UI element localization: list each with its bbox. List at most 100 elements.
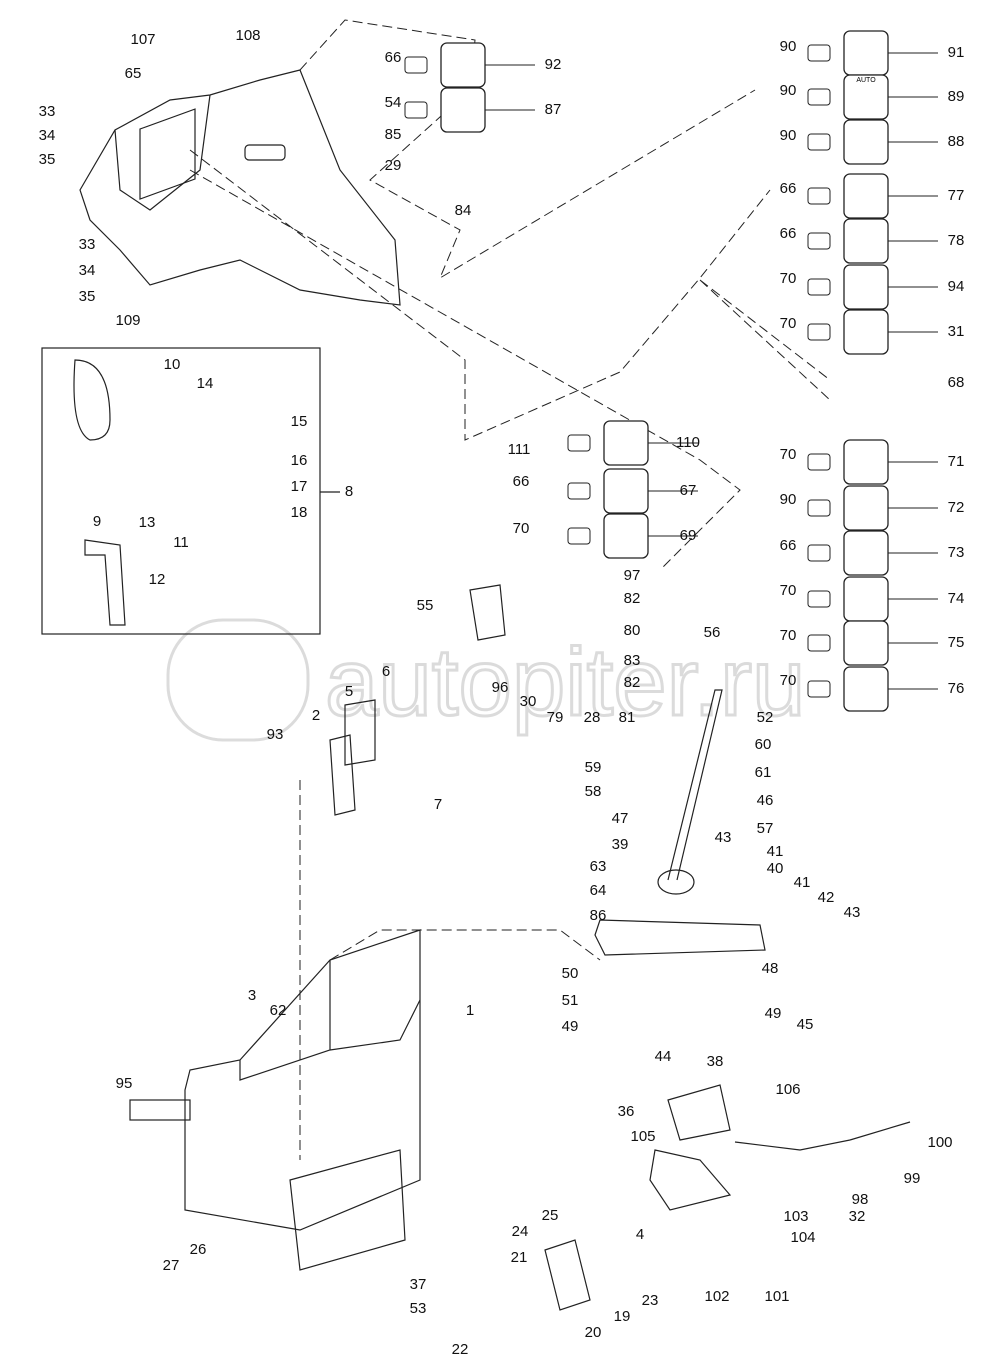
- callout-label: 70: [780, 582, 797, 599]
- switch-icon: [567, 527, 591, 545]
- callout-label: 90: [780, 38, 797, 55]
- symbol-icon: [843, 620, 889, 666]
- callout-label: 24: [512, 1223, 529, 1240]
- callout-label: 12: [149, 571, 166, 588]
- callout-label: 66: [385, 49, 402, 66]
- callout-label: 103: [783, 1208, 808, 1225]
- callout-label: 68: [948, 374, 965, 391]
- switch-icon: [807, 187, 831, 205]
- switch-panel: [469, 584, 506, 641]
- callout-label: 80: [624, 622, 641, 639]
- symbol-icon: [843, 485, 889, 531]
- callout-label: 30: [520, 693, 537, 710]
- callout-label: 69: [680, 527, 697, 544]
- callout-label: 29: [385, 157, 402, 174]
- cover-block: [649, 1149, 732, 1211]
- callout-label: 70: [780, 627, 797, 644]
- callout-label: 52: [757, 709, 774, 726]
- switch-icon: [807, 680, 831, 698]
- callout-label: 56: [704, 624, 721, 641]
- callout-label: 55: [417, 597, 434, 614]
- callout-label: 45: [797, 1016, 814, 1033]
- callout-label: 3: [248, 987, 256, 1004]
- knob: [73, 359, 111, 441]
- callout-label: 7: [434, 796, 442, 813]
- callout-label: 111: [508, 441, 531, 458]
- watermark: autopiter.ru: [166, 618, 807, 742]
- callout-label: 63: [590, 858, 607, 875]
- callout-label: 57: [757, 820, 774, 837]
- callout-label: 13: [139, 514, 156, 531]
- callout-label: 33: [79, 236, 96, 253]
- callout-label: 41: [767, 843, 784, 860]
- callout-label: 104: [790, 1229, 815, 1246]
- symbol-icon: [843, 309, 889, 355]
- callout-label: 86: [590, 907, 607, 924]
- symbol-icon: [843, 30, 889, 76]
- callout-label: 14: [197, 375, 214, 392]
- console-housing: [79, 69, 401, 306]
- callout-label: 35: [79, 288, 96, 305]
- callout-label: 67: [680, 482, 697, 499]
- callout-label: 72: [948, 499, 965, 516]
- callout-label: 64: [590, 882, 607, 899]
- callout-label: 100: [927, 1134, 952, 1151]
- callout-label: 41: [794, 874, 811, 891]
- control-module: [344, 699, 376, 766]
- callout-label: 102: [704, 1288, 729, 1305]
- callout-label: 5: [345, 683, 353, 700]
- kit-frame: [41, 347, 321, 635]
- callout-label: 61: [755, 764, 772, 781]
- callout-label: 32: [849, 1208, 866, 1225]
- symbol-icon: [843, 576, 889, 622]
- callout-label: 96: [492, 679, 509, 696]
- callout-label: 42: [818, 889, 835, 906]
- callout-label: 16: [291, 452, 308, 469]
- symbol-icon: [843, 119, 889, 165]
- switch-icon: [404, 101, 428, 119]
- callout-label: 109: [115, 312, 140, 329]
- callout-label: 85: [385, 126, 402, 143]
- callout-label: 91: [948, 44, 965, 61]
- callout-label: 37: [410, 1276, 427, 1293]
- callout-label: 33: [39, 103, 56, 120]
- callout-label: 70: [780, 446, 797, 463]
- l-key: [84, 539, 126, 626]
- callout-label: 90: [780, 127, 797, 144]
- callout-label: 66: [780, 225, 797, 242]
- callout-label: 54: [385, 94, 402, 111]
- callout-label: 105: [630, 1128, 655, 1145]
- switch-icon: [404, 56, 428, 74]
- callout-label: 2: [312, 707, 320, 724]
- symbol-icon: [843, 439, 889, 485]
- callout-label: 6: [382, 663, 390, 680]
- switch-icon: [807, 590, 831, 608]
- callout-label: 49: [562, 1018, 579, 1035]
- callout-label: 106: [775, 1081, 800, 1098]
- drawing-lines: [41, 19, 911, 1311]
- callout-label: 28: [584, 709, 601, 726]
- callout-label: 48: [762, 960, 779, 977]
- switch-icon: [567, 482, 591, 500]
- symbol-icon: [603, 513, 649, 559]
- callout-label: 62: [270, 1002, 287, 1019]
- symbol-icon: [603, 468, 649, 514]
- watermark-text: autopiter.ru: [325, 629, 805, 736]
- callout-label: 44: [655, 1048, 672, 1065]
- callout-label: 18: [291, 504, 308, 521]
- callout-label: 20: [585, 1324, 602, 1341]
- callout-label: 93: [267, 726, 284, 743]
- callout-label: 15: [291, 413, 308, 430]
- symbol-icon: [603, 420, 649, 466]
- callout-label: 21: [511, 1249, 528, 1266]
- callout-label: 22: [452, 1341, 469, 1358]
- callout-label: 70: [780, 270, 797, 287]
- callout-label: 88: [948, 133, 965, 150]
- callout-label: 4: [636, 1226, 644, 1243]
- callout-label: 89: [948, 88, 965, 105]
- callout-label: 25: [542, 1207, 559, 1224]
- callout-label: 31: [948, 323, 965, 340]
